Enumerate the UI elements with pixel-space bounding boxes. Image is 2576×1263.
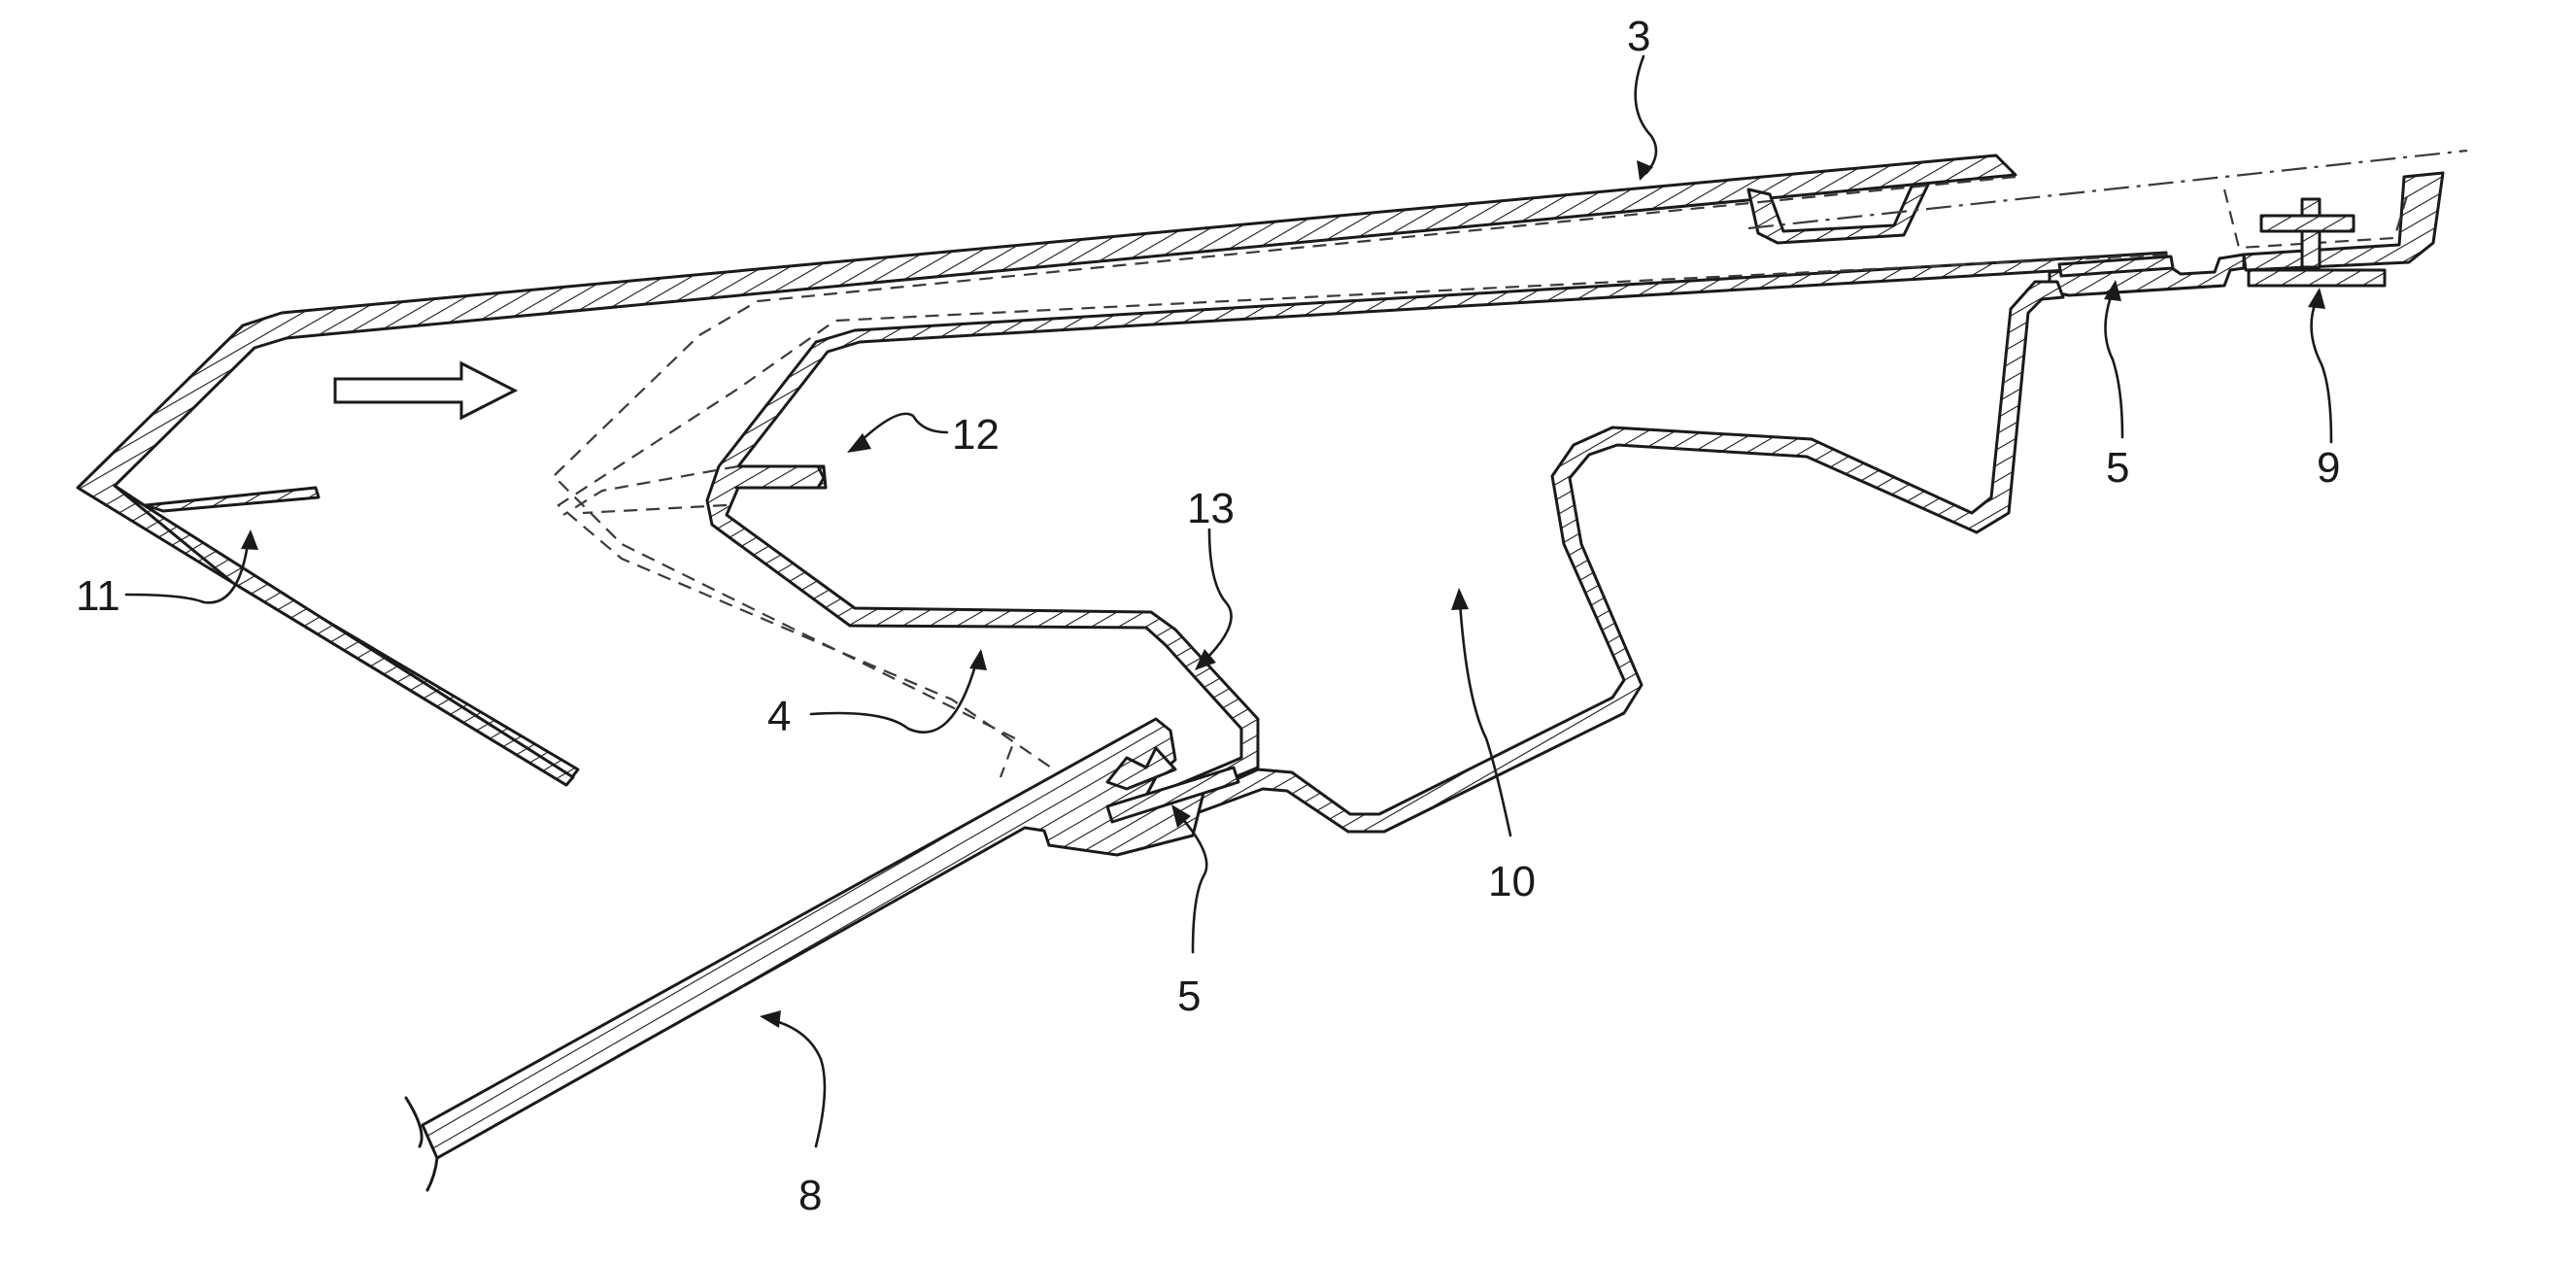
leader-3-arrowhead <box>1637 160 1653 181</box>
fin-11 <box>146 488 319 511</box>
hollow-right-arrow-icon <box>335 363 515 418</box>
leader-8-arrowhead <box>760 1010 781 1028</box>
ref-label-9: 9 <box>2317 444 2340 492</box>
leader-11-arrowhead <box>241 529 258 550</box>
ref-label-5-center: 5 <box>1177 973 1201 1020</box>
leader-3 <box>1636 56 1656 173</box>
leader-9 <box>2312 299 2331 442</box>
leader-9-arrowhead <box>2308 288 2325 309</box>
ref-label-8: 8 <box>798 1172 822 1219</box>
leader-4 <box>811 663 976 733</box>
bolt-head <box>2261 216 2354 231</box>
bolt-shank <box>2302 199 2320 267</box>
ref-label-5-right: 5 <box>2106 444 2129 492</box>
leader-4-arrowhead <box>969 649 987 670</box>
ref-label-10: 10 <box>1488 858 1536 905</box>
leader-10 <box>1460 602 1510 836</box>
ref-label-13: 13 <box>1187 485 1235 532</box>
top-panel-3 <box>78 155 2016 785</box>
ref-label-4: 4 <box>767 693 791 740</box>
leader-10-arrowhead <box>1451 588 1469 610</box>
bolt-plate-9 <box>2249 270 2385 286</box>
ref-label-3: 3 <box>1627 13 1650 60</box>
lower-wall-8 <box>423 719 1204 1158</box>
leader-12 <box>860 414 947 442</box>
leader-8 <box>772 1020 825 1146</box>
nose-lower-plate <box>115 486 573 785</box>
dashed-outline-2 <box>559 255 2166 768</box>
leader-13 <box>1204 529 1232 661</box>
inner-panel-4 <box>707 253 2166 826</box>
ref-label-11: 11 <box>76 572 120 620</box>
ref-label-12: 12 <box>952 411 1000 459</box>
leader-5-right <box>2106 291 2123 437</box>
